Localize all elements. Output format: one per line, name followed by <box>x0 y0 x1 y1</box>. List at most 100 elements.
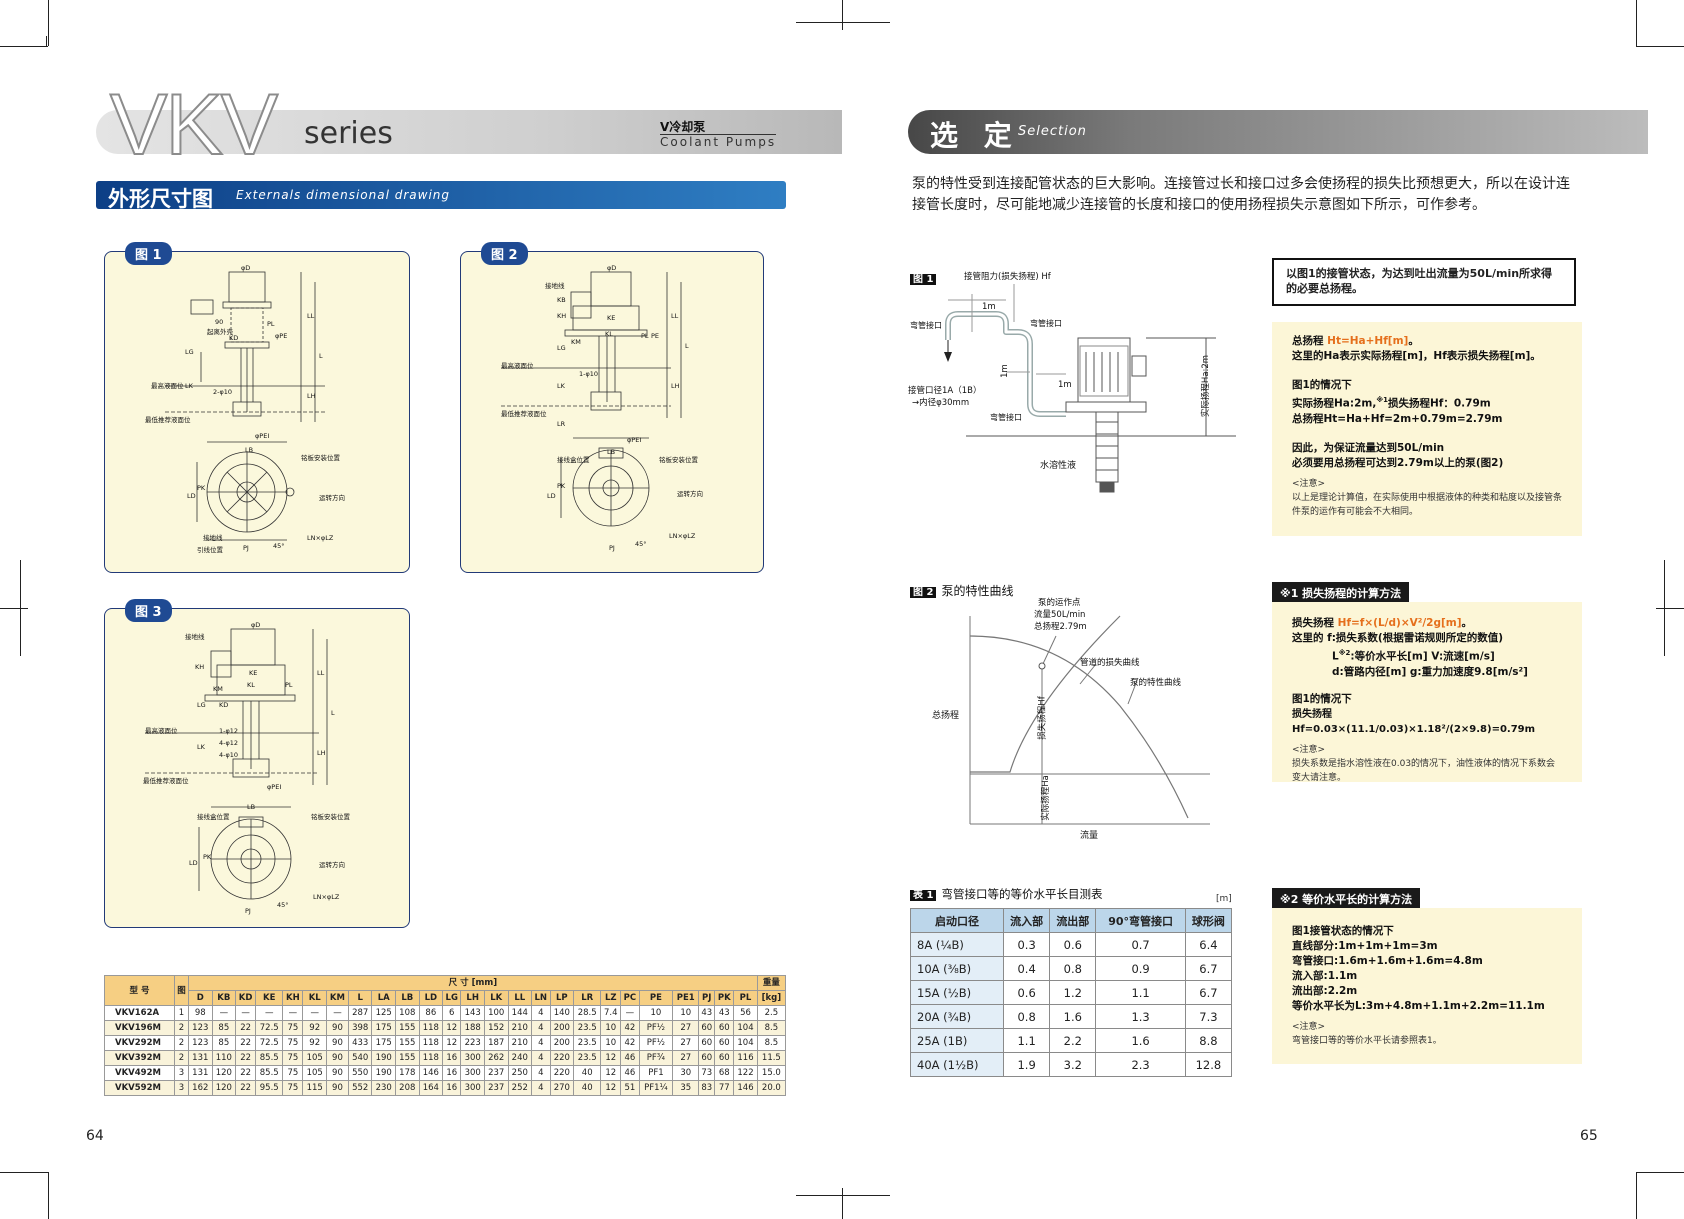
spec-cell: PF¾ <box>638 1050 674 1066</box>
fig3-label-max-level: 最高液面位 <box>145 727 178 735</box>
spec-cell: 56 <box>733 1005 758 1021</box>
spec-cell: 10 <box>672 1005 700 1021</box>
spec-cell: 140 <box>549 1005 575 1021</box>
spec-cell: 10 <box>600 1020 622 1036</box>
figure-2-tag: 图 2 <box>481 242 528 265</box>
spec-cell: 60 <box>714 1050 735 1066</box>
table1-caption-text: 弯管接口等的等价水平长目测表 <box>941 887 1103 901</box>
calc1-line6: 损失扬程Hf=0.03×(11.1/0.03)×1.18²/(2×9.8)=0.… <box>1292 708 1536 735</box>
calc2-line4: 流入部:1.1m <box>1292 970 1358 982</box>
fig3-label-LNxLZ: LN×φLZ <box>313 893 340 901</box>
question-text: 以图1的接管状态，为达到吐出流量为50L/min所求得的必要总扬程。 <box>1286 267 1553 295</box>
category-en: Coolant Pumps <box>660 134 777 149</box>
r-fig2-svg <box>969 615 1210 825</box>
spec-col-lp: LP <box>549 990 575 1006</box>
spec-cell: 16 <box>442 1080 462 1096</box>
spec-cell: 10 <box>638 1005 674 1021</box>
spec-cell: 250 <box>507 1065 533 1081</box>
calc1-line3: L※2:等价水平长[m] V:流速[m/s] <box>1292 646 1562 665</box>
spec-cell: 550 <box>347 1065 373 1081</box>
calc1-l1c: 。 <box>1461 617 1473 629</box>
spec-cell: 190 <box>371 1050 396 1066</box>
spec-cell: 72.5 <box>255 1020 284 1036</box>
spec-cell: 4 <box>531 1005 551 1021</box>
spec-cell: 90 <box>325 1035 349 1051</box>
spec-cell: 83 <box>698 1080 716 1096</box>
spec-cell: 20.0 <box>756 1080 787 1096</box>
spec-col-lr: LR <box>573 990 602 1006</box>
answer-l1c: 。 <box>1408 335 1419 347</box>
spec-cell: 43 <box>714 1005 735 1021</box>
table1-cell: 2.2 <box>1049 1028 1097 1053</box>
fig3-label-KD: KD <box>219 701 229 709</box>
spec-cell: 223 <box>460 1035 485 1051</box>
spec-cell: 85 <box>211 1020 237 1036</box>
spec-cell: 60 <box>698 1035 716 1051</box>
fig3-label-LB: LB <box>247 803 256 811</box>
table1-cell: 6.7 <box>1184 980 1233 1005</box>
r-fig2-label-hf: 损失扬程Hf <box>1037 696 1048 740</box>
answer-box: 总扬程 Ht=Ha+Hf[m]。 这里的Ha表示实际扬程[m]，Hf表示损失扬程… <box>1272 322 1582 536</box>
answer-line4: 实际扬程Ha:2m,※1损失扬程Hf：0.79m <box>1292 393 1562 412</box>
spec-cell: 12 <box>600 1050 622 1066</box>
table1-cell: 0.6 <box>1049 932 1097 957</box>
fig3-label-PJ: PJ <box>245 907 251 915</box>
spec-cell: 4 <box>531 1020 551 1036</box>
fig3-label-min-level: 最低推荐液面位 <box>143 777 189 785</box>
figure-2-drawing <box>501 271 682 527</box>
spec-cell: 90 <box>325 1020 349 1036</box>
calc2-tag: ※2 等价水平长的计算方法 <box>1272 888 1421 910</box>
series-label: series <box>304 116 393 151</box>
table1-header: 流出部 <box>1049 908 1097 933</box>
right-header-bar <box>908 110 1648 154</box>
fig3-label-KH: KH <box>195 663 205 671</box>
table1-cell: 0.8 <box>1003 1004 1051 1029</box>
spec-cell: 22 <box>235 1020 257 1036</box>
fig2-label-LR: LR <box>557 420 566 428</box>
spec-cell: 104 <box>733 1020 758 1036</box>
figure-3-panel: 图 3 接地线 φD KH KE KM KL KD LG LK LH LL L … <box>104 599 410 928</box>
table1-header: 流入部 <box>1003 908 1051 933</box>
fig1-label-LL: LL <box>307 312 315 320</box>
category-cn: V冷却泵 <box>660 120 706 134</box>
spec-cell-model: VKV492M <box>104 1065 175 1081</box>
table1-cell: 0.9 <box>1095 956 1186 981</box>
table1-cell: 0.4 <box>1003 956 1051 981</box>
calc1-l1a: 损失扬程 <box>1292 617 1338 629</box>
fig2-label-LH: LH <box>671 382 680 390</box>
spec-cell: 2 <box>174 1050 189 1066</box>
table1-cell: 0.7 <box>1095 932 1186 957</box>
intro-paragraph: 泵的特性受到连接配管状态的巨大影响。连接管过长和接口过多会使扬程的损失比预想更大… <box>912 176 1570 213</box>
fig1-label-PK: PK <box>197 484 206 492</box>
spec-cell: PF½ <box>638 1020 674 1036</box>
spec-cell: 100 <box>483 1005 509 1021</box>
selection-title-en: Selection <box>1018 124 1087 139</box>
spec-cell: 190 <box>371 1065 396 1081</box>
spec-col-ll: LL <box>507 990 533 1006</box>
spec-cell: 75 <box>282 1065 304 1081</box>
spec-cell: 75 <box>282 1080 304 1096</box>
r-fig2-label-x: 流量 <box>1080 831 1099 841</box>
spec-cell: 115 <box>302 1080 327 1096</box>
calc2-note: 弯管接口等的等价水平长请参照表1。 <box>1292 1036 1442 1046</box>
spec-cell: 230 <box>371 1080 396 1096</box>
spec-col-fig: 图 <box>174 975 189 1006</box>
fig2-label-L: L <box>685 342 689 350</box>
spec-cell: 90 <box>325 1065 349 1081</box>
calc2-line1: 图1接管状态的情况下 <box>1292 925 1394 937</box>
spec-cell: 123 <box>188 1020 213 1036</box>
fig1-label-max-level: 最高液面位 <box>151 382 184 390</box>
spec-cell: 118 <box>418 1020 444 1036</box>
table1-cell: 2.3 <box>1095 1052 1186 1077</box>
r-fig2-label-y: 总扬程 <box>932 711 960 721</box>
r-fig1-label-elbow1: 弯管接口 <box>910 321 942 330</box>
fig1-label-PEI: φPEI <box>255 432 270 440</box>
spec-cell: 85 <box>211 1035 237 1051</box>
table1-size-cell: 20A (¾B) <box>909 1004 1005 1029</box>
fig2-label-terminal: 接线盒位置 <box>557 456 590 464</box>
